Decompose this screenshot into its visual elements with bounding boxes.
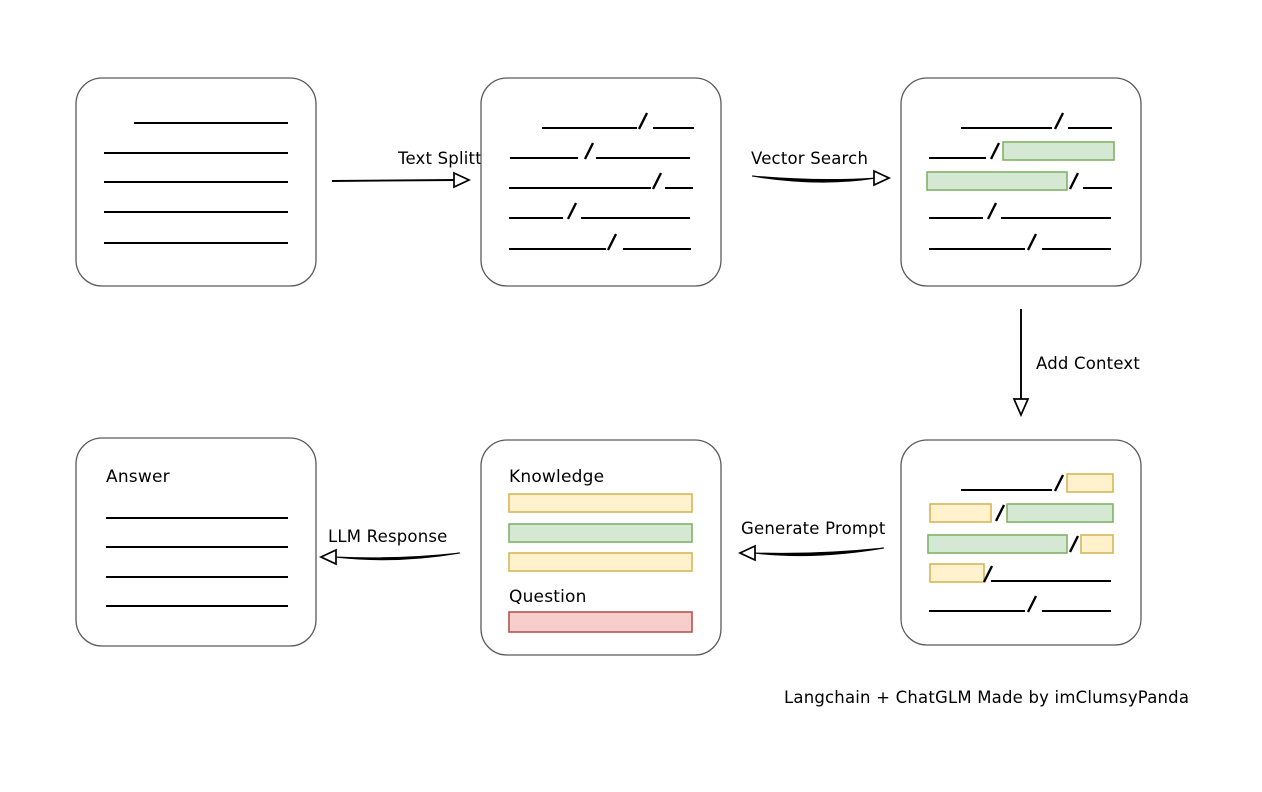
split-chunks-lines [509, 112, 694, 251]
context-highlight-yellow-1 [1066, 473, 1114, 493]
knowledge-bar-green-1 [508, 523, 693, 543]
node-split-chunks[interactable] [480, 77, 722, 287]
vector-matches-lines [926, 112, 1115, 251]
prompt-knowledge-heading: Knowledge [509, 467, 604, 487]
node-prompt-box[interactable]: Knowledge Question [480, 439, 722, 656]
prompt-question-heading: Question [509, 587, 587, 607]
edge-add-context[interactable]: Add Context [1012, 309, 1140, 418]
vector-match-highlight-1 [1002, 141, 1115, 161]
context-highlight-yellow-2 [929, 503, 992, 523]
vector-match-highlight-2 [926, 171, 1068, 191]
edge-text-splitter-label: Text Splitter [397, 149, 499, 168]
edge-llm-response[interactable]: LLM Response [318, 527, 461, 566]
edge-vector-search-label: Vector Search [751, 149, 868, 168]
edge-vector-search[interactable]: Vector Search [751, 149, 892, 187]
edge-generate-prompt[interactable]: Generate Prompt [737, 519, 886, 562]
context-highlight-yellow-3 [1080, 534, 1114, 554]
context-highlight-green-1 [1006, 503, 1114, 523]
node-source-document[interactable] [75, 77, 317, 287]
context-added-lines [927, 473, 1114, 613]
edge-generate-prompt-label: Generate Prompt [741, 519, 886, 538]
answer-box-title: Answer [106, 467, 170, 487]
edge-text-splitter[interactable]: Text Splitter [331, 149, 499, 189]
answer-box-lines [106, 516, 288, 608]
node-vector-matches[interactable] [900, 77, 1142, 287]
edge-add-context-label: Add Context [1036, 354, 1140, 373]
context-highlight-yellow-4 [929, 563, 985, 583]
context-highlight-green-2 [927, 534, 1068, 554]
knowledge-bar-yellow-2 [508, 552, 693, 572]
footer-attribution: Langchain + ChatGLM Made by imClumsyPand… [784, 688, 1189, 707]
node-context-added[interactable] [900, 439, 1142, 646]
answer-box[interactable] [75, 437, 317, 647]
knowledge-bar-yellow-1 [508, 493, 693, 513]
node-answer-box[interactable]: Answer [75, 437, 317, 647]
split-chunks-box[interactable] [480, 77, 722, 287]
edge-llm-response-label: LLM Response [328, 527, 448, 546]
source-document-lines [104, 121, 288, 245]
question-bar-red [508, 611, 693, 633]
